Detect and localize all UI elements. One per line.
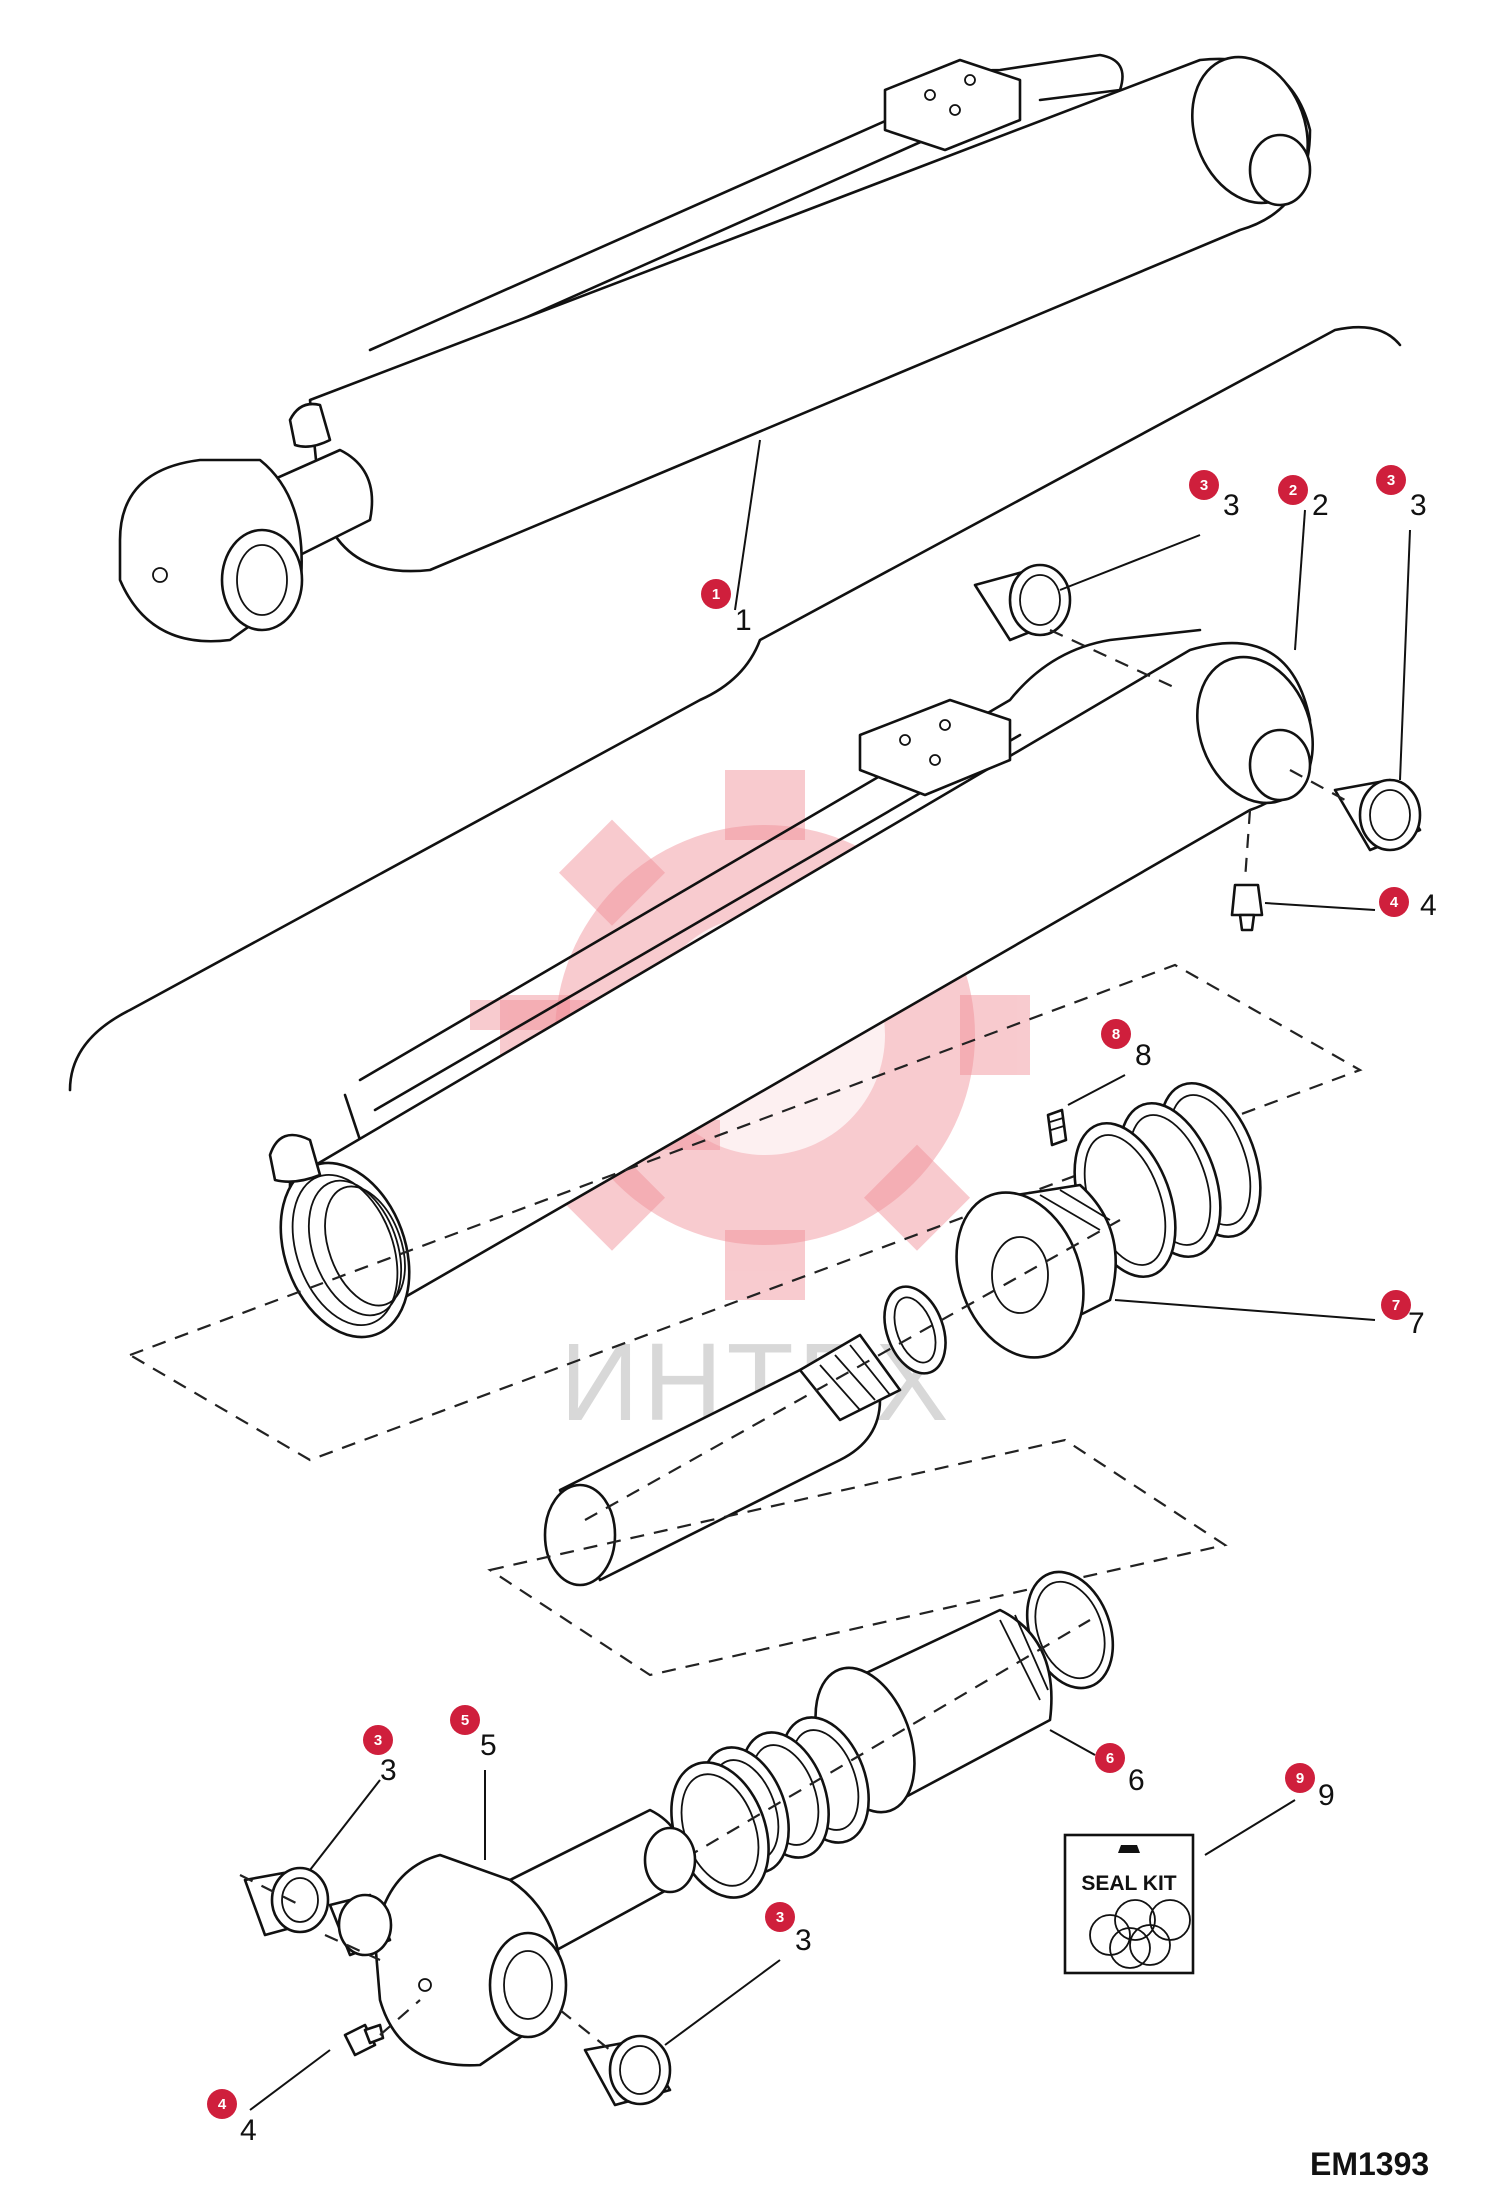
callout-badge-number: 3 — [1200, 477, 1208, 494]
callout-badge — [765, 1902, 795, 1932]
callout-c1: 11 — [701, 579, 752, 637]
callout-badge — [1101, 1019, 1131, 1049]
callout-number: 4 — [240, 2114, 257, 2147]
callout-badge-number: 4 — [1390, 894, 1399, 911]
diagram-reference-code: EM1393 — [1310, 2146, 1429, 2182]
callout-badge — [450, 1705, 480, 1735]
callout-badge — [207, 2089, 237, 2119]
bushing-top-left — [973, 563, 1072, 642]
setscrew — [1046, 1108, 1068, 1147]
callout-badge — [1381, 1290, 1411, 1320]
callout-number: 5 — [480, 1729, 497, 1762]
bushing-top-right — [1333, 778, 1422, 852]
callout-number: 6 — [1128, 1764, 1145, 1797]
seal-kit-label: SEAL KIT — [1081, 1872, 1176, 1895]
callout-badge — [1285, 1763, 1315, 1793]
callout-number: 3 — [1410, 489, 1427, 522]
callout-badge-number: 3 — [374, 1732, 382, 1749]
callout-number: 1 — [735, 604, 752, 637]
callout-badge-number: 3 — [776, 1909, 784, 1926]
grease-fitting-bottom — [343, 2023, 385, 2057]
callout-c2: 22 — [1278, 475, 1329, 522]
callout-c9: 99 — [1285, 1763, 1335, 1812]
bushing-bottom-right — [583, 2034, 672, 2107]
callout-badge-number: 4 — [218, 2096, 227, 2113]
callout-badge-number: 8 — [1112, 1026, 1120, 1043]
callout-c3b: 33 — [1376, 465, 1427, 522]
callout-c3a: 33 — [1189, 470, 1240, 522]
callout-number: 4 — [1420, 889, 1437, 922]
callout-badge — [1095, 1743, 1125, 1773]
callout-badge-number: 5 — [461, 1712, 469, 1729]
callout-badge-number: 1 — [712, 586, 720, 603]
callout-c3d: 33 — [765, 1902, 812, 1957]
bushing-bottom-left — [243, 1866, 330, 1937]
callout-badge — [701, 579, 731, 609]
callout-badge — [1189, 470, 1219, 500]
grease-fitting-top — [1230, 883, 1264, 932]
callout-c7: 77 — [1381, 1290, 1425, 1340]
callout-badge-number: 7 — [1392, 1297, 1400, 1314]
callout-c3c: 33 — [363, 1725, 397, 1787]
assembled-cylinder — [118, 53, 1312, 643]
callout-c4a: 44 — [1379, 887, 1437, 922]
callout-badge — [1278, 475, 1308, 505]
callout-badge-number: 2 — [1289, 482, 1297, 499]
callout-badge-number: 3 — [1387, 472, 1395, 489]
callout-c6: 66 — [1095, 1743, 1145, 1797]
callout-c4b: 44 — [207, 2089, 257, 2147]
bushing-bottom-mid — [328, 1893, 393, 1957]
callout-number: 9 — [1318, 1779, 1335, 1812]
callout-number: 3 — [380, 1754, 397, 1787]
callout-c8: 88 — [1101, 1019, 1152, 1072]
barrel-assembly — [268, 628, 1314, 1339]
callout-number: 3 — [1223, 489, 1240, 522]
callout-badge — [1376, 465, 1406, 495]
callout-badge — [363, 1725, 393, 1755]
piston-rod — [543, 1333, 902, 1587]
callout-badge — [1379, 887, 1409, 917]
callout-number: 3 — [795, 1924, 812, 1957]
callout-number: 7 — [1408, 1307, 1425, 1340]
callout-badge-number: 9 — [1296, 1770, 1304, 1787]
callout-number: 8 — [1135, 1039, 1152, 1072]
rod-eye — [373, 1853, 568, 2067]
callout-badge-number: 6 — [1106, 1750, 1114, 1767]
callout-c5: 55 — [450, 1705, 497, 1762]
callout-number: 2 — [1312, 489, 1329, 522]
seal-kit-box — [1063, 1833, 1195, 1975]
piston — [955, 1183, 1117, 1359]
